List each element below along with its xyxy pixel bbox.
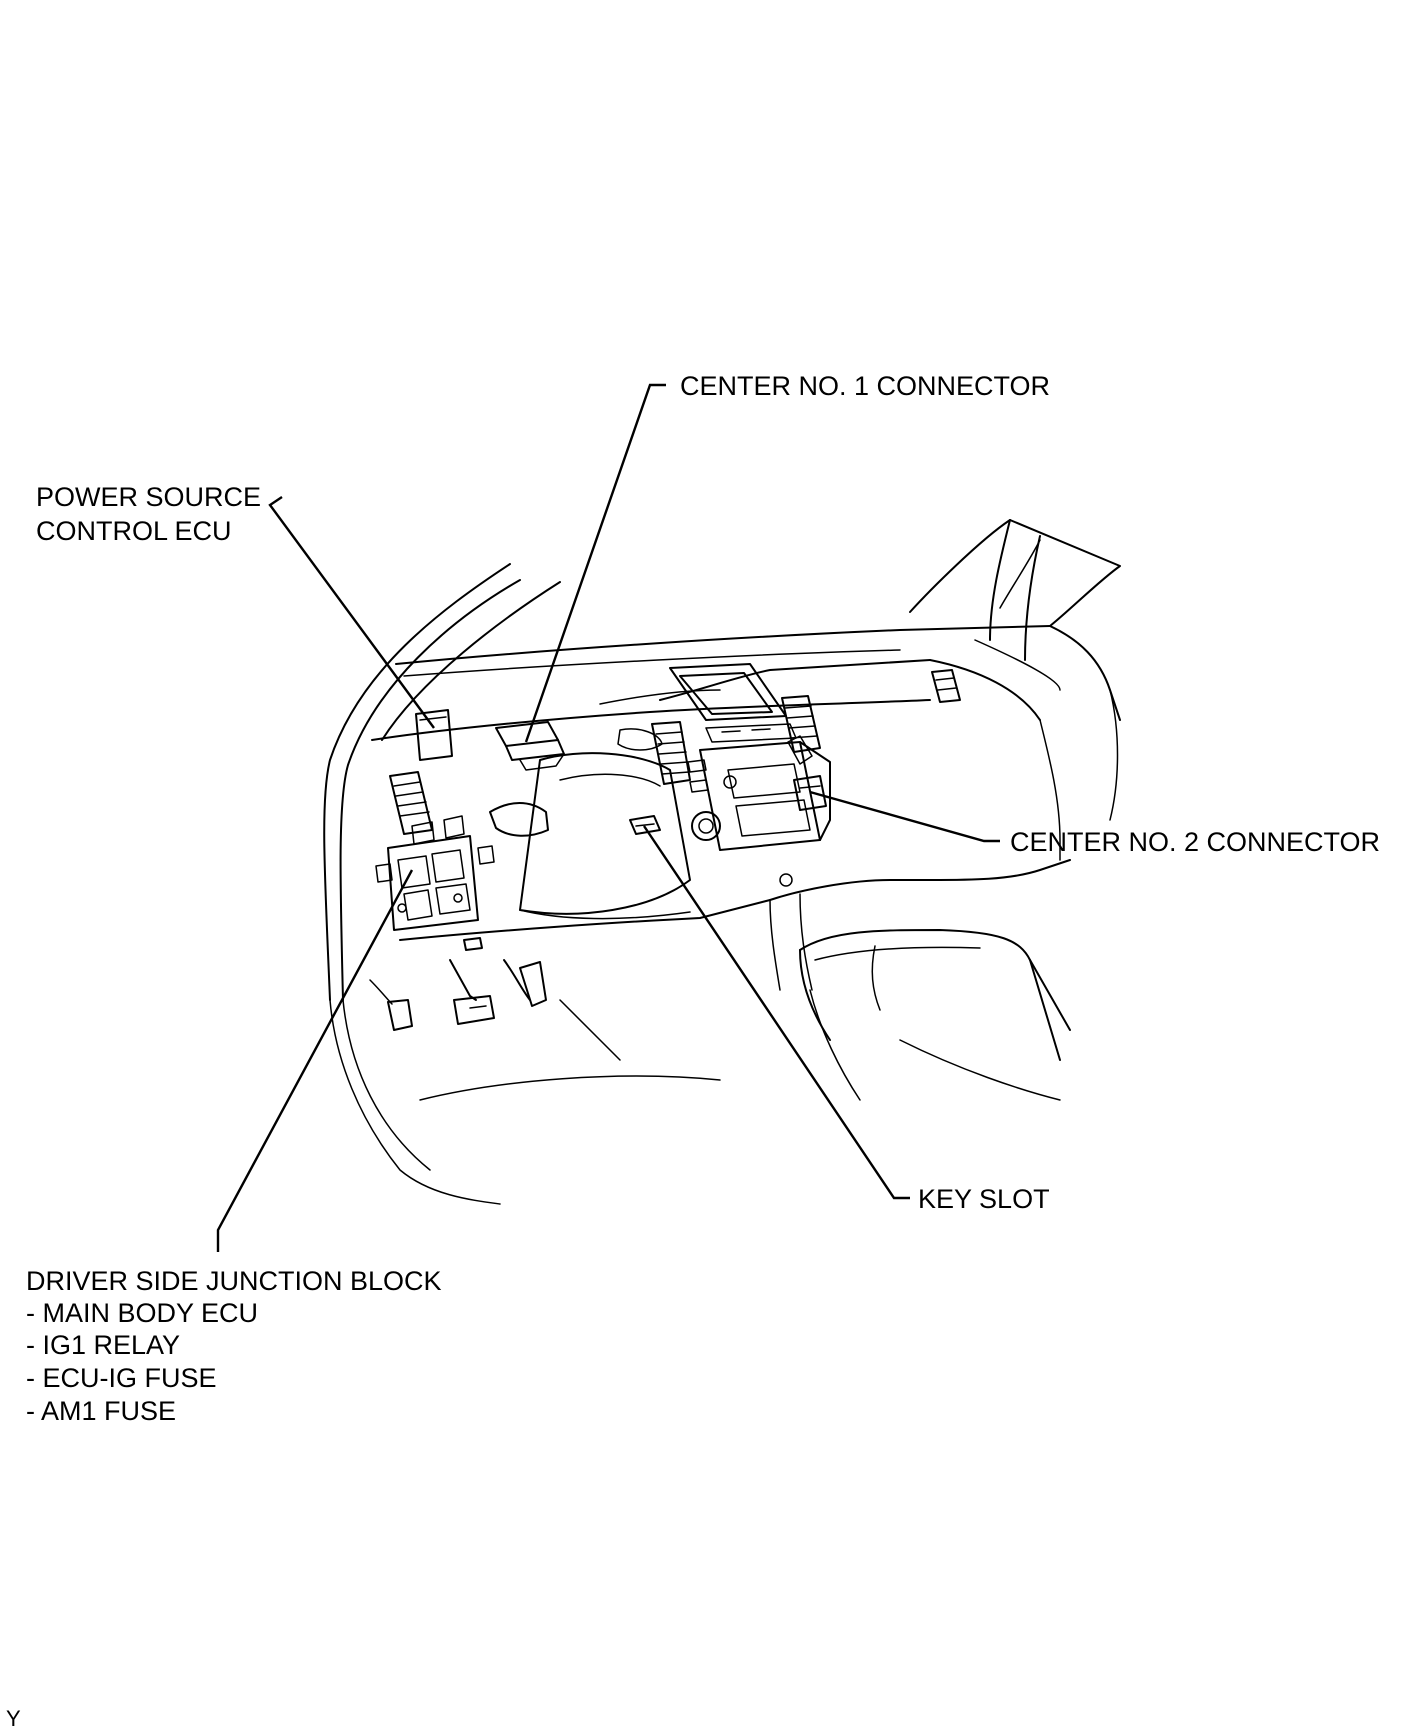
center-no1-connector-illustration [495,721,565,771]
center-right-vent [781,695,821,753]
vehicle-interior-illustration [323,519,1121,1205]
label-center-no2-connector: CENTER NO. 2 CONNECTOR [1010,827,1380,857]
label-junction-block-title: DRIVER SIDE JUNCTION BLOCK [26,1266,442,1296]
leader-center-no1 [524,383,666,743]
label-power-source-ecu-line1: POWER SOURCE [36,482,261,512]
right-a-pillar [974,519,1061,691]
driver-vent [389,771,433,835]
center-no2-connector-illustration [793,775,827,811]
label-power-source-ecu-line2: CONTROL ECU [36,516,232,546]
lower-dash [399,859,1071,991]
callout-labels: CENTER NO. 1 CONNECTOR POWER SOURCE CONT… [6,371,1380,1731]
leader-junction-block [216,869,414,1252]
windshield-edge [395,519,1121,677]
center-display [669,663,797,743]
junction-block-illustration [375,815,495,931]
label-junction-item-ecu-ig-fuse: - ECU-IG FUSE [26,1363,217,1393]
power-source-ecu-illustration [415,709,453,761]
label-junction-item-ig1-relay: - IG1 RELAY [26,1330,180,1360]
steering-column [489,728,691,915]
leader-power-source-ecu [268,496,435,729]
floor-tunnel [419,989,1061,1101]
center-armrest [799,929,1071,1061]
pedal-box [369,937,547,1031]
dashboard-top [371,625,1121,741]
passenger-side [1039,689,1119,861]
left-a-pillar [323,563,561,1205]
leader-key-slot [643,825,910,1200]
label-junction-item-main-body-ecu: - MAIN BODY ECU [26,1298,258,1328]
label-center-no1-connector: CENTER NO. 1 CONNECTOR [680,371,1050,401]
leader-lines [216,383,1000,1252]
key-slot-illustration [629,815,661,835]
center-console-stack [687,735,831,851]
label-junction-item-am1-fuse: - AM1 FUSE [26,1396,176,1426]
figure-code: Y [6,1706,21,1731]
label-key-slot: KEY SLOT [918,1184,1050,1214]
leader-center-no2 [809,790,1000,843]
passenger-vent [931,669,961,703]
